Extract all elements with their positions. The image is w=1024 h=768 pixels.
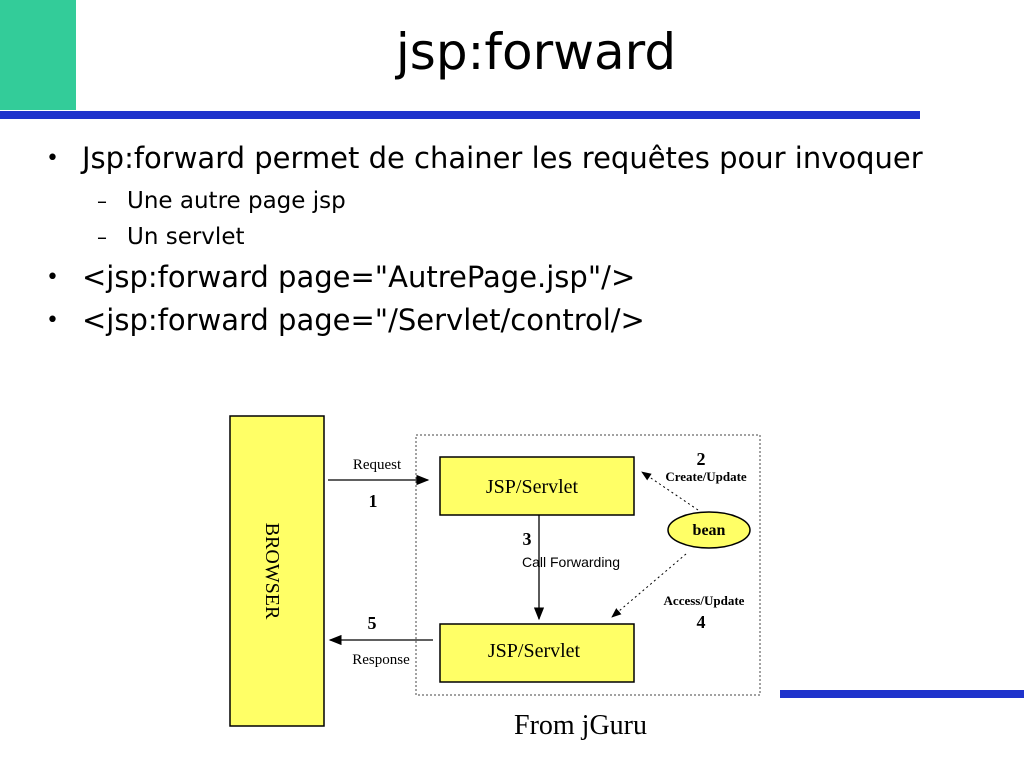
call-forwarding-label: Call Forwarding (522, 554, 620, 570)
bean-label: bean (693, 522, 726, 539)
bullet-list: • Jsp:forward permet de chainer les requ… (40, 140, 950, 339)
forward-flow-diagram: BROWSER JSP/Servlet JSP/Servlet bean Req… (229, 415, 761, 727)
slide-title: jsp:forward (395, 23, 677, 81)
step-1-label: 1 (369, 491, 378, 511)
step-4-label: 4 (697, 612, 706, 632)
bullet-item: • <jsp:forward page="/Servlet/control/> (40, 302, 950, 339)
access-update-arrow (611, 553, 687, 618)
bullet-text: <jsp:forward page="/Servlet/control/> (82, 303, 645, 337)
bottom-accent-rule (780, 690, 1024, 698)
create-update-arrow (641, 471, 699, 511)
server-container (415, 434, 761, 696)
jsp-servlet-label-bottom: JSP/Servlet (488, 640, 581, 662)
bullet-text: Jsp:forward permet de chainer les requêt… (82, 141, 923, 175)
bean-ellipse (667, 511, 751, 549)
step-2-label: 2 (697, 449, 706, 469)
sub-bullet-dash: – (97, 189, 107, 213)
bullet-dot: • (46, 308, 59, 333)
sub-bullet-text: Une autre page jsp (127, 188, 346, 214)
title-underline-rule (0, 111, 920, 119)
jsp-servlet-label-top: JSP/Servlet (486, 476, 579, 498)
sub-bullet-item: – Un servlet (40, 219, 950, 255)
access-update-label: Access/Update (664, 593, 745, 608)
response-label: Response (352, 652, 410, 668)
title-accent-square (0, 0, 76, 110)
jsp-servlet-box-bottom (439, 623, 635, 683)
create-update-label: Create/Update (665, 469, 747, 484)
browser-label: BROWSER (261, 523, 283, 620)
bullet-dot: • (46, 265, 59, 290)
bullet-dot: • (46, 146, 59, 171)
step-5-label: 5 (368, 613, 377, 633)
jsp-servlet-box-top (439, 456, 635, 516)
step-3-label: 3 (523, 529, 532, 549)
bullet-text: <jsp:forward page="AutrePage.jsp"/> (82, 260, 636, 294)
request-label: Request (353, 457, 402, 473)
sub-bullet-text: Un servlet (127, 224, 245, 250)
sub-bullet-dash: – (97, 225, 107, 249)
image-credit-caption: From jGuru (514, 710, 647, 741)
bullet-item: • <jsp:forward page="AutrePage.jsp"/> (40, 259, 950, 296)
sub-bullet-item: – Une autre page jsp (40, 183, 950, 219)
bullet-item: • Jsp:forward permet de chainer les requ… (40, 140, 950, 177)
browser-box (229, 415, 325, 727)
